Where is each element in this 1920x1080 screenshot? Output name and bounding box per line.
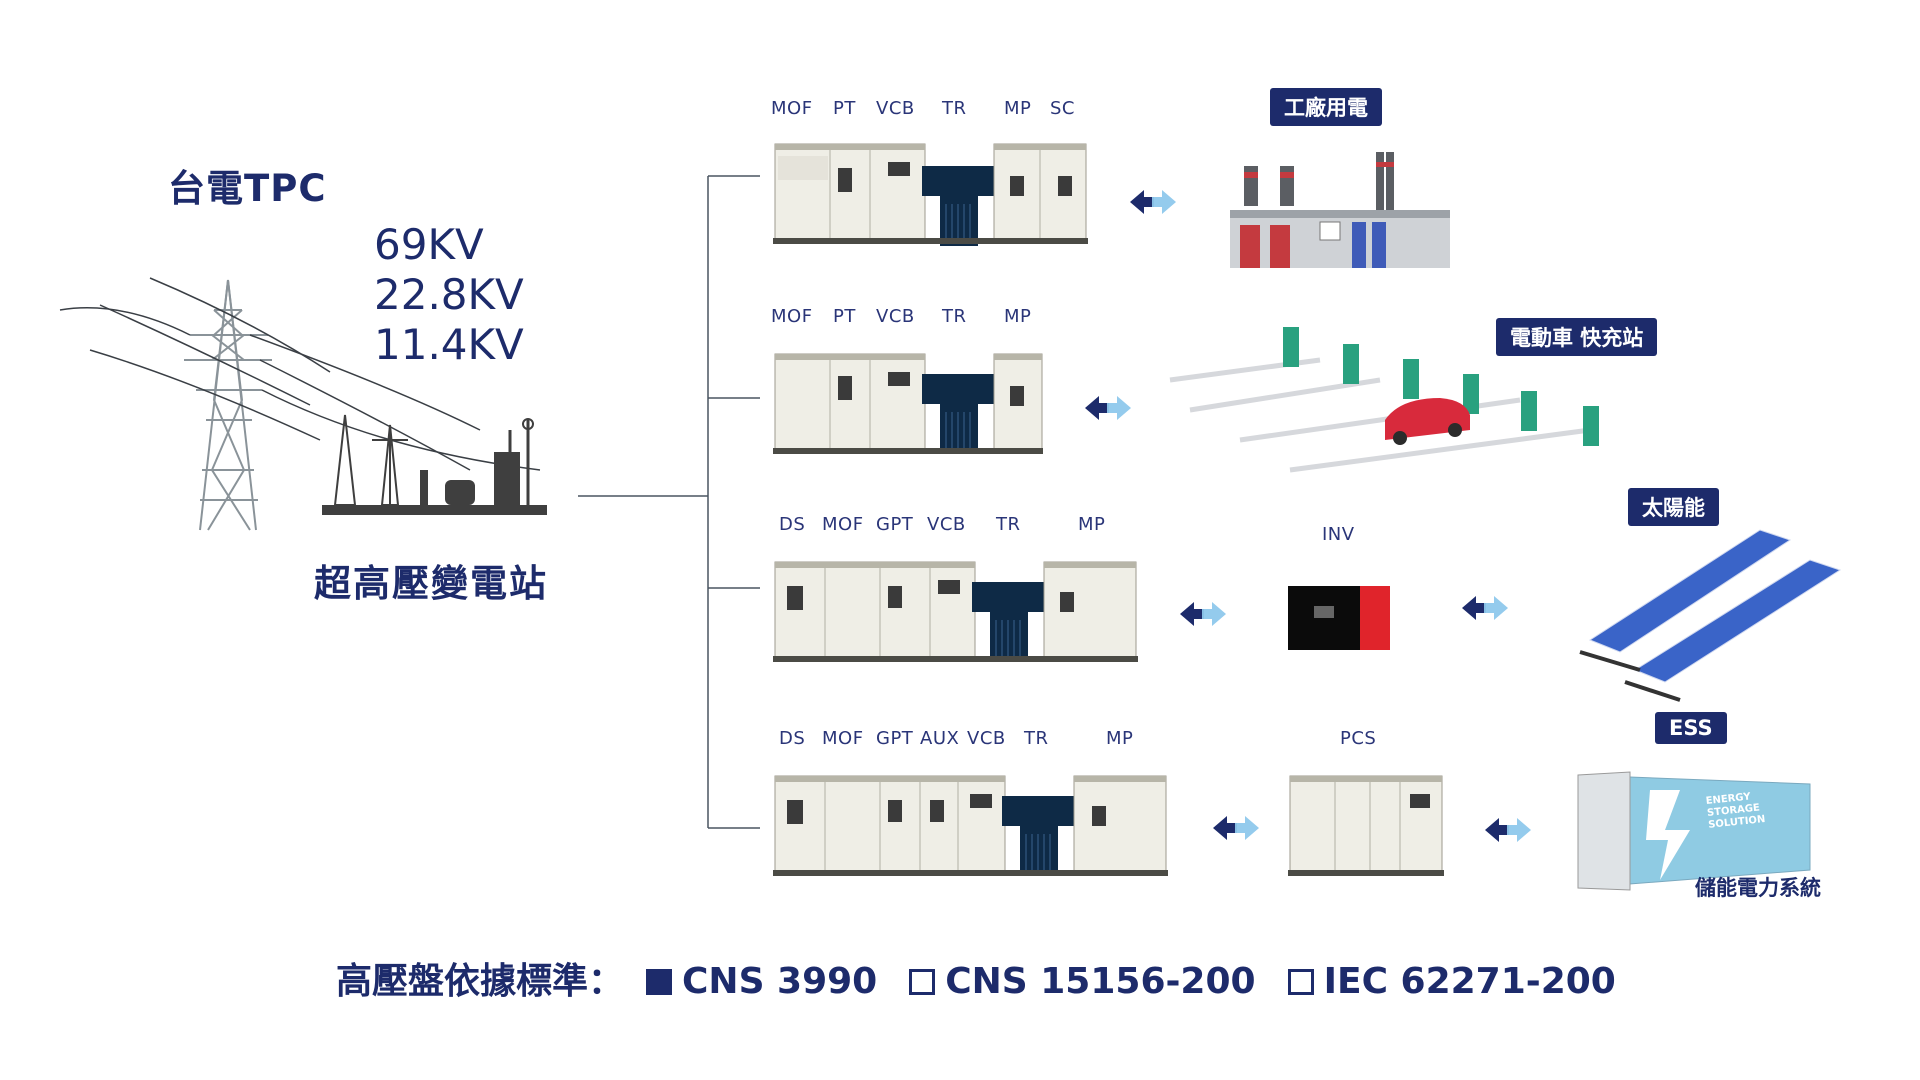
inverter-icon: [1288, 586, 1390, 650]
label-gpt: GPT: [876, 514, 914, 535]
power-lines: [59, 277, 541, 471]
checkbox-empty-icon: [909, 969, 936, 995]
label-aux: AUX: [920, 728, 960, 749]
standard-cns-15156: CNS 15156-200: [945, 961, 1256, 1002]
label-mp: MP: [1106, 728, 1134, 749]
switchgear-row-2: [773, 353, 1043, 455]
label-pcs: PCS: [1340, 728, 1377, 749]
voltage-69kv: 69KV: [374, 220, 484, 269]
ess-container-text: ENERGY STORAGE SOLUTION: [1705, 790, 1766, 832]
label-pt: PT: [833, 306, 856, 327]
label-tr: TR: [996, 514, 1021, 535]
ess-container-icon: [1577, 771, 1811, 891]
target-ess-tag: ESS: [1655, 712, 1727, 744]
standard-iec-62271: IEC 62271-200: [1323, 961, 1616, 1002]
label-vcb: VCB: [967, 728, 1006, 749]
solar-panel-icon: [1579, 529, 1842, 702]
label-pt: PT: [833, 98, 856, 119]
switchgear-row-4: [773, 775, 1168, 877]
substation-label: 超高壓變電站: [314, 562, 548, 605]
factory-icon: [1230, 152, 1450, 268]
voltage-22-8kv: 22.8KV: [374, 270, 524, 319]
ev-charging-station-icon: [1169, 327, 1599, 473]
label-tr: TR: [942, 306, 967, 327]
ess-subtitle: 儲能電力系統: [1695, 876, 1821, 900]
bus-lines: [578, 175, 760, 829]
target-ev-tag: 電動車 快充站: [1496, 318, 1658, 356]
label-ds: DS: [779, 514, 806, 535]
transmission-tower-icon: [184, 279, 272, 531]
switchgear-row-1: [773, 143, 1088, 247]
voltage-11-4kv: 11.4KV: [374, 320, 524, 369]
target-solar-tag: 太陽能: [1628, 488, 1719, 526]
utility-title: 台電TPC: [168, 167, 327, 210]
label-mof: MOF: [822, 514, 864, 535]
substation-icon: [322, 414, 547, 515]
label-mof: MOF: [771, 98, 813, 119]
standards-line: 高壓盤依據標準： CNS 3990 CNS 15156-200 IEC 62271-2…: [336, 952, 1616, 1004]
label-vcb: VCB: [876, 98, 915, 119]
label-ds: DS: [779, 728, 806, 749]
switchgear-row-3: [773, 561, 1138, 663]
target-factory-tag: 工廠用電: [1270, 88, 1382, 126]
label-gpt: GPT: [876, 728, 914, 749]
label-inv: INV: [1322, 524, 1355, 545]
label-mof: MOF: [771, 306, 813, 327]
label-vcb: VCB: [876, 306, 915, 327]
label-mp: MP: [1004, 98, 1032, 119]
label-tr: TR: [942, 98, 967, 119]
label-mof: MOF: [822, 728, 864, 749]
label-mp: MP: [1078, 514, 1106, 535]
standard-cns-3990: CNS 3990: [682, 961, 878, 1002]
label-vcb: VCB: [927, 514, 966, 535]
standards-label: 高壓盤依據標準：: [336, 961, 625, 1002]
checkbox-checked-icon: [646, 969, 673, 995]
pcs-cabinet-icon: [1288, 775, 1444, 876]
label-mp: MP: [1004, 306, 1032, 327]
label-tr: TR: [1024, 728, 1049, 749]
checkbox-empty-icon: [1287, 969, 1314, 995]
label-sc: SC: [1050, 98, 1075, 119]
